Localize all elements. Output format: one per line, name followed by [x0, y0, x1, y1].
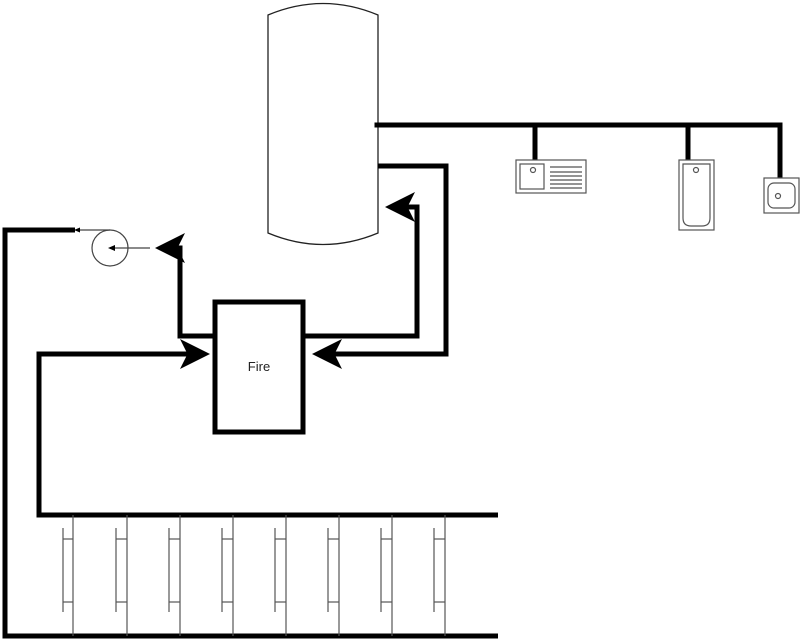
boiler-fire: Fire: [212, 299, 306, 435]
radiators: [62, 515, 446, 636]
kitchen-sink-icon: [515, 159, 587, 194]
boiler-label: Fire: [248, 359, 270, 374]
radiator-8: [433, 515, 446, 636]
radiator-5: [274, 515, 287, 636]
radiator-1: [62, 515, 74, 636]
hot-water-supply-pipe: [374, 122, 783, 178]
radiator-2: [115, 515, 128, 636]
hot-water-cylinder: [267, 2, 379, 246]
radiator-3: [168, 515, 181, 636]
pump-flow-pipe: [155, 233, 215, 339]
wash-basin-icon: [763, 177, 800, 214]
heating-circuit-pipes: [2, 227, 498, 639]
radiator-4: [221, 515, 234, 636]
bath-icon: [678, 159, 715, 231]
primary-circuit-pipes: [305, 163, 449, 369]
pump-icon: [74, 227, 150, 267]
radiator-6: [327, 515, 340, 636]
radiator-7: [380, 515, 393, 636]
